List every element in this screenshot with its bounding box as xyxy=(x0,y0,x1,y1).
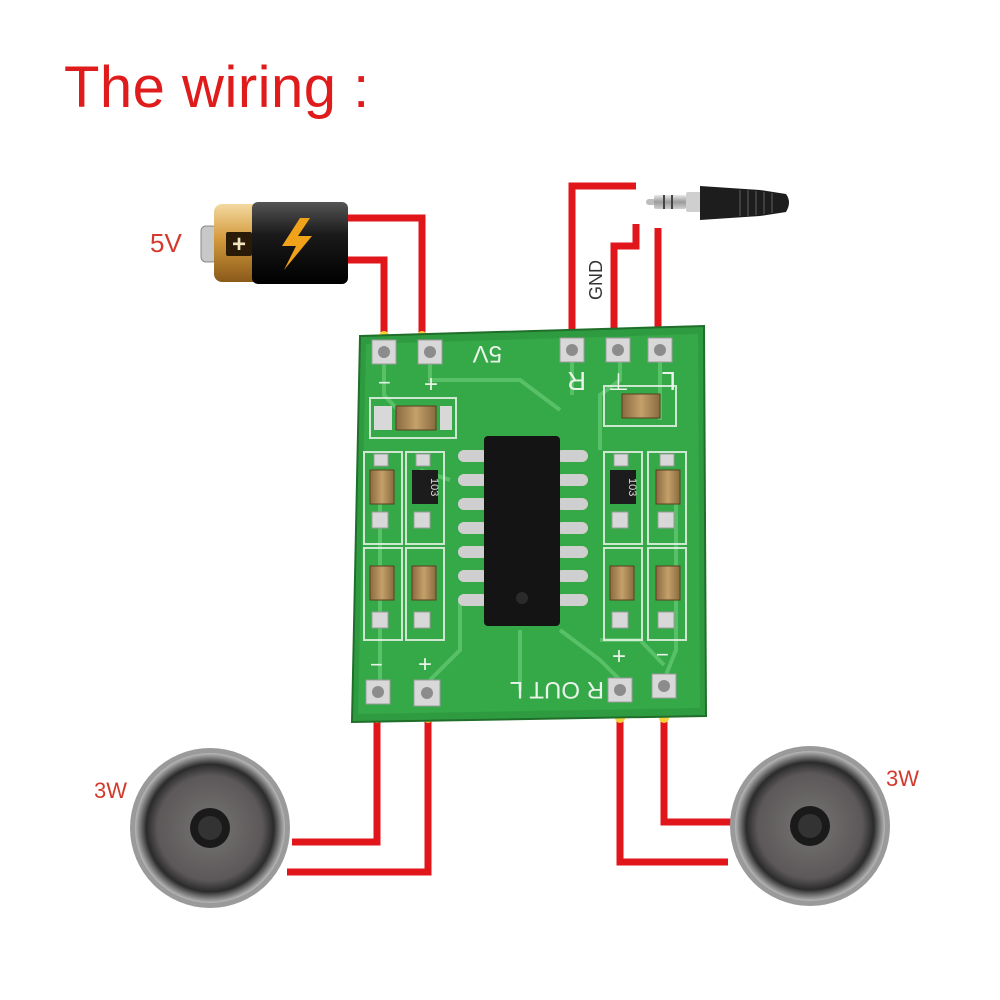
speaker-left: 3W xyxy=(94,748,290,908)
battery: + 5V xyxy=(150,202,348,284)
bottom-pads xyxy=(365,673,677,707)
amplifier-ic-chip xyxy=(458,436,588,626)
silk-right: R xyxy=(567,366,586,396)
silk-power-5v: 5V xyxy=(473,340,502,367)
silk-left: L xyxy=(662,366,676,396)
silk-power-minus: − xyxy=(378,370,391,395)
wire-battery-minus xyxy=(340,256,388,338)
smd-components: 103 103 xyxy=(369,453,681,629)
wire-speaker-right-minus xyxy=(660,716,732,826)
wire-speaker-left-plus xyxy=(287,716,432,876)
wire-speaker-right-plus xyxy=(616,716,728,866)
lightning-icon xyxy=(282,218,312,270)
silk-gnd: ⊥ xyxy=(608,369,629,396)
battery-voltage-label: 5V xyxy=(150,228,182,258)
wire-speaker-left-minus xyxy=(292,716,381,846)
silk-out-minus-r: − xyxy=(370,652,383,677)
wire-audio-gnd xyxy=(610,224,640,336)
top-pads xyxy=(371,337,673,365)
battery-plus-icon xyxy=(226,232,252,256)
speaker-left-power-label: 3W xyxy=(94,778,127,803)
page-title: The wiring : xyxy=(64,55,370,120)
speaker-right: 3W xyxy=(730,746,919,906)
audio-jack: GND xyxy=(586,186,789,300)
resistor-code-right: 103 xyxy=(626,478,638,496)
amplifier-board: − + 5V R ⊥ L 103 103 xyxy=(350,324,708,724)
svg-text:+: + xyxy=(232,231,246,258)
speaker-right-power-label: 3W xyxy=(886,766,919,791)
wire-audio-right xyxy=(568,182,636,336)
silk-out-label: R OUT L xyxy=(510,676,604,703)
gnd-label: GND xyxy=(586,260,606,300)
wire-battery-plus xyxy=(340,214,426,338)
resistor-code-left: 103 xyxy=(428,478,440,496)
silk-out-minus-l: − xyxy=(656,642,669,667)
wires xyxy=(287,182,732,876)
silk-out-plus-r: + xyxy=(418,651,432,678)
silk-out-plus-l: + xyxy=(612,643,626,670)
silk-power-plus: + xyxy=(424,371,438,398)
